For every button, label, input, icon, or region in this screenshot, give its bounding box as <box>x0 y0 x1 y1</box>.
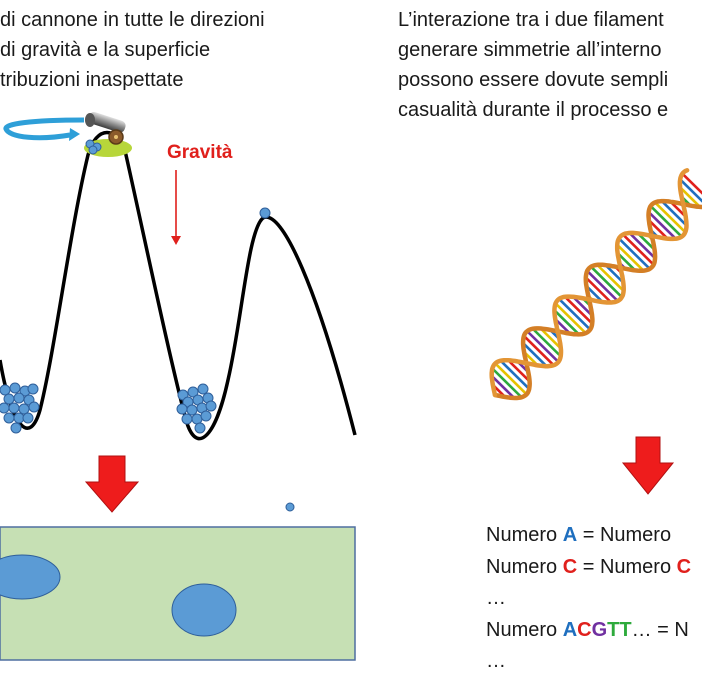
base-pair <box>564 295 594 325</box>
base-equations: Numero A = Numero Numero C = Numero C … … <box>486 520 691 678</box>
down-arrow-right <box>621 436 675 495</box>
seq-base: C <box>577 618 592 641</box>
equation-sequence: Numero ACGTT… = N <box>486 618 689 641</box>
left-paragraph-line: di gravità e la superficie <box>0 39 211 61</box>
base-pair <box>628 232 656 260</box>
base-pair <box>584 276 613 304</box>
right-paragraph: L’interazione tra i due filament generar… <box>398 5 668 125</box>
seq-base: A <box>562 618 578 641</box>
base-pair <box>554 302 587 335</box>
gravity-label: Gravità <box>167 142 233 163</box>
dna-helix-icon <box>489 168 702 401</box>
base-pair <box>499 359 531 390</box>
base-pair <box>681 172 702 195</box>
cannon-icon <box>84 112 132 157</box>
base-pair <box>539 327 562 350</box>
base-pair <box>523 335 555 367</box>
base-partial: C <box>676 555 692 578</box>
base-pair <box>494 362 528 396</box>
dna-backbone <box>492 198 702 401</box>
balls-middle-valley <box>176 383 217 434</box>
base-pair <box>522 342 548 368</box>
base-pair <box>649 205 683 238</box>
base-pair <box>618 237 651 270</box>
base-pair <box>654 201 687 234</box>
base-pair <box>647 211 677 240</box>
right-paragraph-line: possono essere dovute sempli <box>398 69 669 91</box>
base-pair <box>558 297 592 331</box>
base-pair <box>531 327 562 358</box>
ellipsis: … <box>486 587 506 609</box>
equation-a: Numero A = Numero <box>486 524 672 546</box>
base-pair <box>590 265 623 299</box>
base-pair <box>553 309 580 336</box>
ellipsis: … <box>486 650 506 672</box>
base-a: A <box>562 524 578 546</box>
right-paragraph-line: generare simmetrie all’interno <box>398 39 662 61</box>
base-pair <box>507 359 531 383</box>
base-pair <box>526 330 560 363</box>
base-pair <box>596 263 625 292</box>
base-pair <box>637 232 656 251</box>
dna-backbone <box>489 168 690 398</box>
rotation-arrow-icon <box>3 117 85 141</box>
base-pair <box>647 219 669 240</box>
base-pair <box>616 252 637 272</box>
base-pair <box>660 200 688 227</box>
stray-ball <box>285 502 295 512</box>
deposit-blob <box>171 583 237 637</box>
base-pair <box>679 186 701 208</box>
base-pair <box>622 233 655 266</box>
base-pair <box>490 374 516 399</box>
base-c: C <box>562 555 578 578</box>
seq-base: T <box>607 618 620 641</box>
left-paragraph-line: di cannone in tutte le direzioni <box>0 9 265 31</box>
balls-left-valley <box>0 382 40 434</box>
base-pair <box>679 178 702 203</box>
left-paragraph: di cannone in tutte le direzioni di grav… <box>0 5 265 95</box>
base-pair <box>586 269 619 302</box>
ball-on-peak <box>259 207 271 219</box>
deposition-surface <box>0 526 356 661</box>
deposit-blob <box>0 554 61 600</box>
seq-base: T <box>619 618 632 641</box>
base-pair <box>604 264 625 284</box>
right-paragraph-line: casualità durante il processo e <box>398 99 669 121</box>
left-paragraph-line: tribuzioni inaspettate <box>0 69 184 91</box>
base-pair <box>491 367 523 399</box>
right-paragraph-line: L’interazione tra i due filament <box>398 9 664 31</box>
base-pair <box>572 295 594 317</box>
equation-c: Numero C = Numero C <box>486 555 692 578</box>
down-arrow-left <box>84 455 140 513</box>
gravity-arrow <box>171 170 181 245</box>
base-pair <box>616 243 645 272</box>
potential-curve <box>0 130 357 441</box>
seq-base: G <box>591 618 608 641</box>
